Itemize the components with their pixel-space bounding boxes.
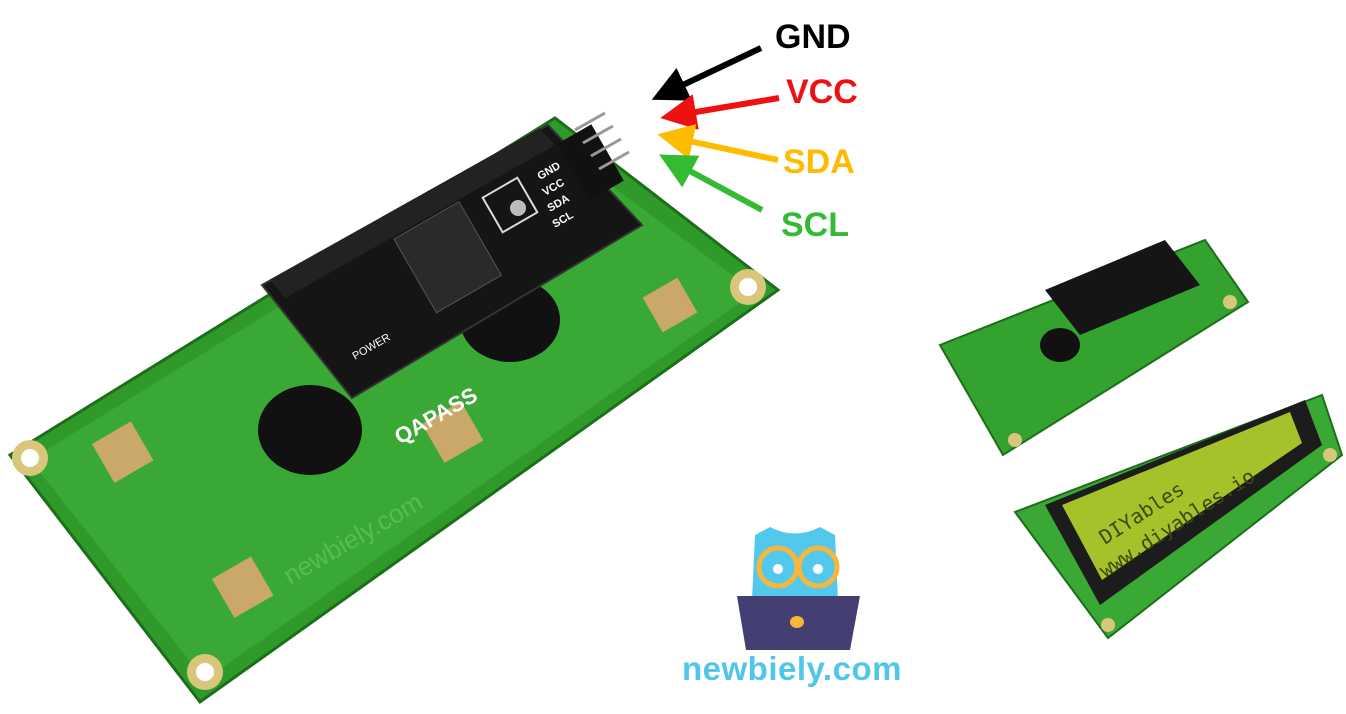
lcd-screen [1062,412,1302,580]
epoxy-blob [258,385,362,475]
scl-label: SCL [781,206,849,244]
sda-arrow [657,124,779,163]
site-name: newbiely.com [682,650,902,687]
small-board-front: DIYables www.diyables.io [1013,393,1344,640]
potentiometer [481,176,539,234]
vcc-arrow [660,94,780,130]
pin-header [556,124,624,201]
gnd-label: GND [775,18,851,56]
newbiely-logo [737,527,860,650]
gnd-arrow [651,45,763,101]
sda-label: SDA [783,143,855,181]
vcc-label: VCC [786,73,858,111]
scl-arrow [659,154,764,213]
i2c-module: POWER GND VCC SDA SCL [260,111,644,400]
small-board-back [938,238,1250,457]
lcd-board-back: QAPASS newbiely.com [7,116,781,705]
pcf8574-chip [393,200,503,314]
